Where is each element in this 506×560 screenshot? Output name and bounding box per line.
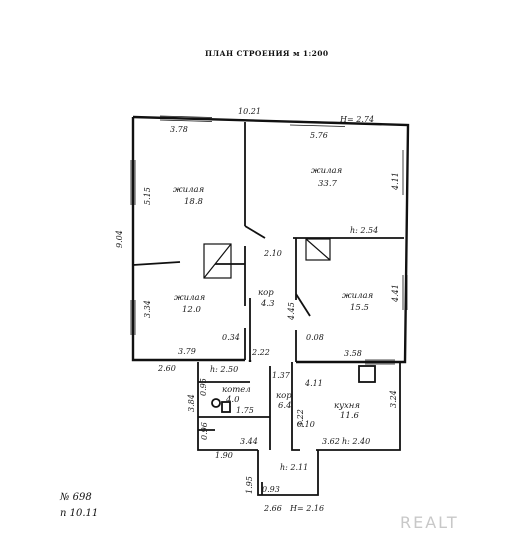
- height-top: Н= 2.74: [339, 115, 374, 124]
- porch-walls: [257, 450, 319, 496]
- room-area: 12.0: [182, 305, 202, 315]
- dim-left-upper: 5.15: [143, 187, 152, 205]
- room-label: жилая: [311, 166, 343, 176]
- dim-lower-bottom: 3.62: [322, 437, 340, 446]
- dim-wc-side: 0.95: [199, 378, 208, 396]
- room-label: кор: [276, 391, 292, 401]
- dim-porch-side: 1.95: [245, 476, 254, 494]
- room-label: кухня: [334, 401, 360, 411]
- dim-right-mid: 4.41: [391, 284, 400, 303]
- height-kitchen: h: 2.40: [342, 437, 370, 446]
- dim-porch-inner: 0.93: [262, 485, 280, 494]
- room-area: 6.4: [278, 401, 292, 411]
- dim-overall-width: 10.21: [238, 107, 261, 116]
- dim-right-upper: 4.11: [391, 172, 400, 191]
- height-porch: h: 2.11: [280, 463, 308, 472]
- dim-mid-room-bottom: 3.58: [344, 349, 362, 358]
- dim-corridor-width: 2.10: [263, 249, 282, 258]
- inventory-sheet: п 10.11: [60, 508, 98, 519]
- room-label: кор: [258, 288, 274, 298]
- room-area: 11.6: [340, 411, 360, 421]
- windows: [130, 115, 408, 365]
- dim-store-height: 1.37: [272, 371, 291, 380]
- stove-2: [305, 238, 331, 261]
- dim-corridor-bottom: 2.22: [251, 348, 270, 357]
- outer-walls: [131, 115, 410, 364]
- height-living: h: 2.54: [350, 226, 378, 235]
- dim-bottom-left-out: 2.60: [157, 364, 176, 373]
- dim-hall-width: 3.44: [240, 437, 258, 446]
- dim-corridor-left: 0.34: [222, 333, 240, 342]
- stove-1: [203, 243, 232, 279]
- dim-kitchen-right: 3.24: [389, 390, 398, 408]
- room-area: 33.7: [318, 179, 338, 189]
- annex-walls: [197, 361, 401, 451]
- dim-porch-width: 1.90: [215, 451, 233, 460]
- watermark: REALT: [400, 513, 459, 532]
- room-label: жилая: [174, 293, 206, 303]
- dim-bottom-left: 3.79: [178, 347, 196, 356]
- dim-overall-depth: 9.04: [115, 230, 124, 248]
- dim-lower-left: 3.84: [187, 394, 196, 412]
- room-label: жилая: [342, 291, 374, 301]
- dim-wc-width: 1.75: [236, 406, 254, 415]
- height-bottom: Н= 2.16: [289, 504, 324, 513]
- dim-kitchen-small: 0.10: [297, 420, 315, 429]
- dim-left-lower: 3.34: [143, 300, 152, 318]
- room-label: котел: [222, 385, 251, 395]
- dim-top-right: 5.76: [310, 131, 328, 140]
- room-area: 15.5: [350, 303, 369, 313]
- dim-hall-left: 0.96: [200, 422, 209, 440]
- inventory-number: № 698: [59, 492, 92, 503]
- room-label: жилая: [173, 185, 205, 195]
- dim-porch-bottom: 2.66: [263, 504, 282, 513]
- height-boiler: h: 2.50: [210, 365, 238, 374]
- dim-hall-vertical: 3.22: [296, 409, 305, 427]
- dim-door-gap: 0.08: [306, 333, 324, 342]
- plan-title: ПЛАН СТРОЕНИЯ м 1:200: [205, 49, 329, 58]
- dim-top-left: 3.78: [170, 125, 188, 134]
- room-area: 4.0: [225, 395, 240, 405]
- dim-corridor-height: 4.45: [287, 302, 296, 321]
- dim-kitchen-height: 4.11: [304, 379, 323, 388]
- room-area: 4.3: [260, 299, 275, 309]
- room-area: 18.8: [184, 197, 204, 207]
- interior-walls: [132, 122, 404, 362]
